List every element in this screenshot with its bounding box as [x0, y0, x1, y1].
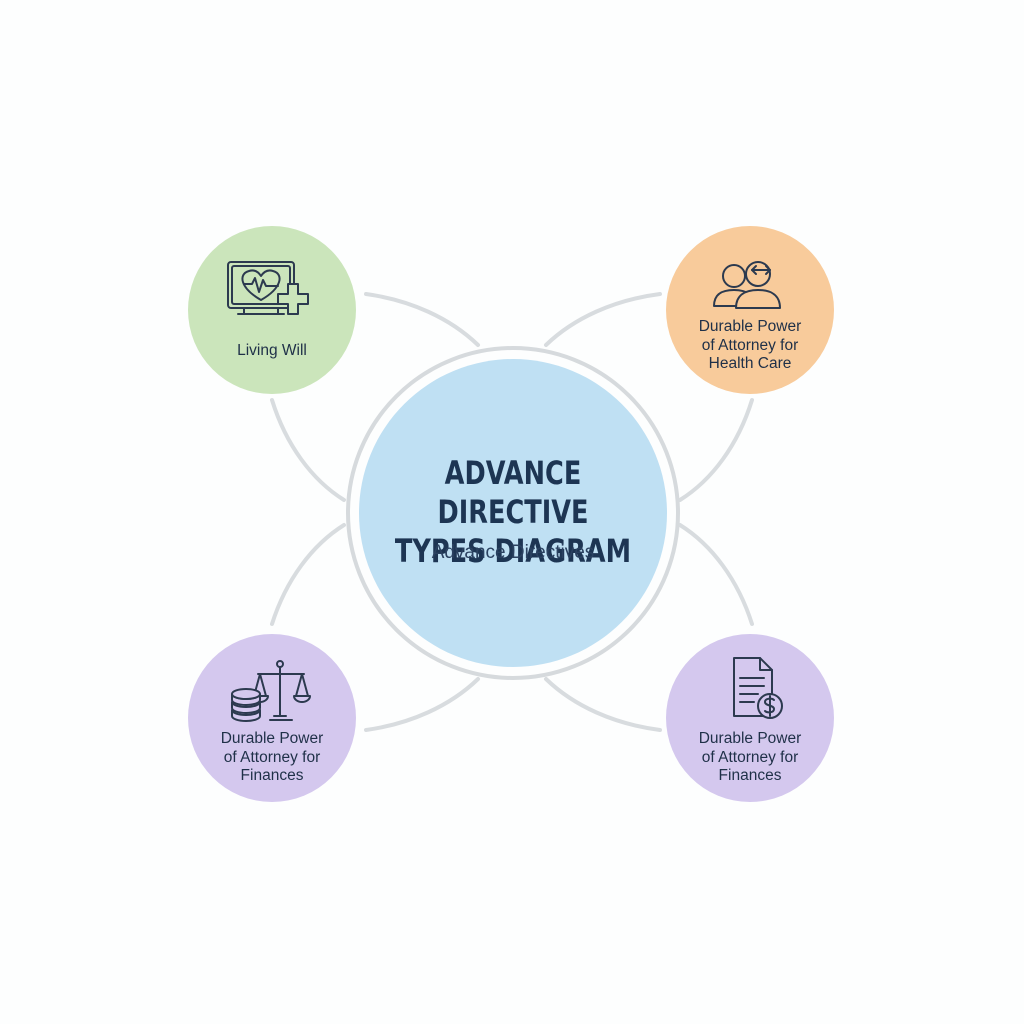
node-dpoa-finances-right: Durable Power of Attorney for Finances	[666, 634, 834, 802]
diagram-title: ADVANCE DIRECTIVE TYPES DIAGRAM	[394, 454, 632, 570]
center-node: ADVANCE DIRECTIVE TYPES DIAGRAM Advance …	[346, 346, 680, 680]
connector-top-right-upper	[544, 292, 662, 347]
node-dpoa-health-care: Durable Power of Attorney for Health Car…	[666, 226, 834, 394]
connector-top-left-upper	[364, 292, 480, 347]
node-label-dpoa-finances-right: Durable Power of Attorney for Finances	[698, 730, 802, 784]
connector-bottom-right-lower	[544, 677, 662, 732]
people-exchange-icon	[713, 261, 781, 309]
node-label-dpoa-finances-left: Durable Power of Attorney for Finances	[220, 730, 324, 784]
connector-bottom-left-lower	[364, 677, 480, 732]
heart-monitor-plus-icon	[227, 261, 309, 315]
connector-top-left-lower	[270, 398, 346, 502]
scales-coins-icon	[231, 660, 311, 722]
document-dollar-icon	[733, 657, 783, 719]
node-dpoa-finances-left: Durable Power of Attorney for Finances	[188, 634, 356, 802]
node-label-dpoa-health-care: Durable Power of Attorney for Health Car…	[698, 318, 802, 372]
node-living-will: Living Will	[188, 226, 356, 394]
node-label-living-will: Living Will	[237, 342, 307, 359]
connector-bottom-left-upper	[270, 523, 346, 626]
connector-bottom-right-upper	[678, 523, 754, 626]
center-circle: ADVANCE DIRECTIVE TYPES DIAGRAM Advance …	[359, 359, 667, 667]
connector-top-right-lower	[678, 398, 754, 502]
diagram-subtitle: Advance Directives	[431, 542, 595, 563]
